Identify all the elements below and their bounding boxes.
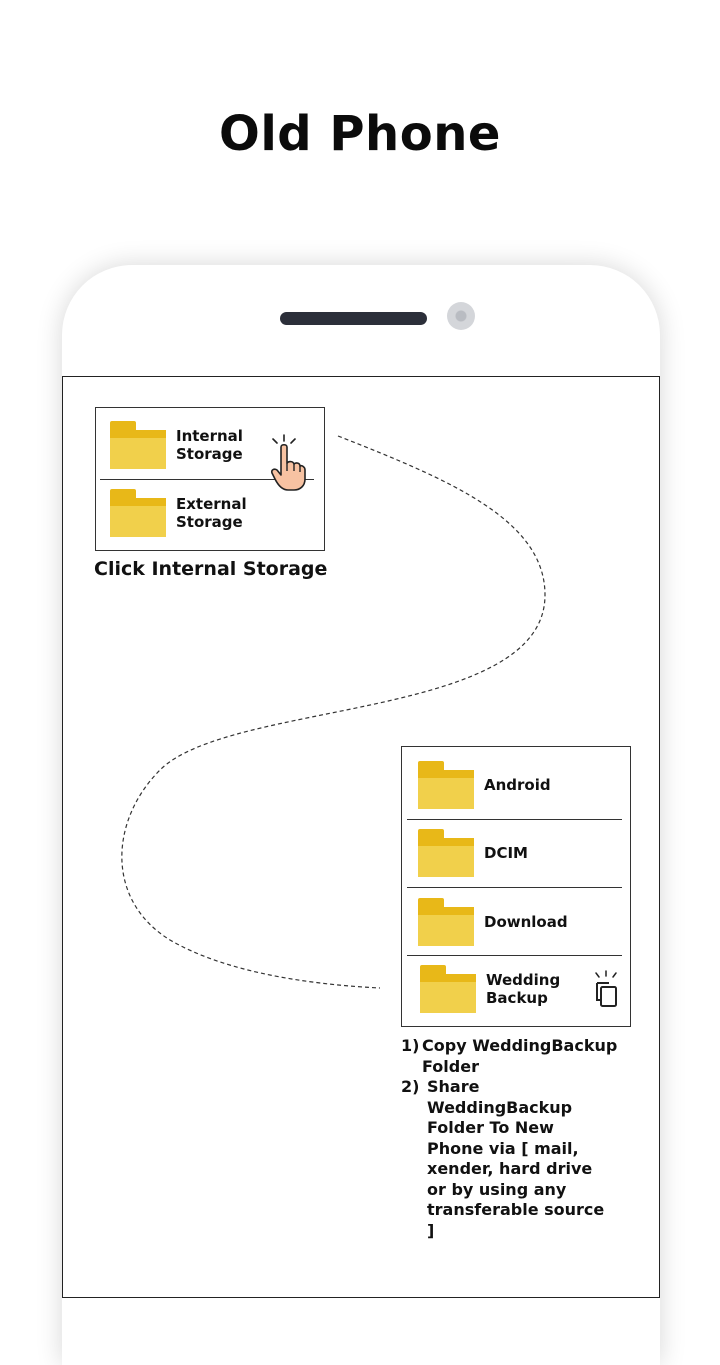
divider <box>407 887 622 888</box>
folder-icon <box>110 421 166 469</box>
list-item-label: Download <box>484 913 568 931</box>
list-item-download[interactable]: Download <box>418 898 568 946</box>
folder-icon <box>418 829 474 877</box>
list-item-label: External Storage <box>176 495 247 531</box>
instructions: 1) Copy WeddingBackup Folder 2) Share We… <box>401 1036 681 1241</box>
instruction-text: Copy WeddingBackup Folder <box>422 1036 618 1076</box>
folder-icon <box>418 761 474 809</box>
folder-icon <box>110 489 166 537</box>
phone-camera <box>447 302 475 330</box>
instruction-number: 1) <box>401 1036 420 1055</box>
instruction-item: 1) Copy WeddingBackup Folder <box>401 1036 681 1077</box>
list-item-label: Internal Storage <box>176 427 243 463</box>
list-item-wedding-backup[interactable]: Wedding Backup <box>420 965 560 1013</box>
phone-speaker <box>280 312 427 325</box>
list-item-android[interactable]: Android <box>418 761 551 809</box>
divider <box>100 479 314 480</box>
list-item-external-storage[interactable]: External Storage <box>110 489 247 537</box>
list-item-internal-storage[interactable]: Internal Storage <box>110 421 243 469</box>
page-title: Old Phone <box>219 106 501 162</box>
instruction-number: 2) <box>401 1077 420 1096</box>
step1-caption: Click Internal Storage <box>94 558 328 580</box>
folder-icon <box>418 898 474 946</box>
folder-list: Android DCIM Download Wedding Backup <box>401 746 631 1027</box>
instruction-item: 2) Share WeddingBackup Folder To New Pho… <box>401 1077 681 1241</box>
instruction-text: Share WeddingBackup Folder To New Phone … <box>427 1077 605 1240</box>
divider <box>407 955 622 956</box>
hand-pointer-icon <box>271 434 306 491</box>
list-item-label: DCIM <box>484 844 528 862</box>
list-item-label: Wedding Backup <box>486 971 561 1007</box>
copy-icon[interactable] <box>592 970 620 1010</box>
list-item-dcim[interactable]: DCIM <box>418 829 528 877</box>
list-item-label: Android <box>484 776 551 794</box>
folder-icon <box>420 965 476 1013</box>
divider <box>407 819 622 820</box>
